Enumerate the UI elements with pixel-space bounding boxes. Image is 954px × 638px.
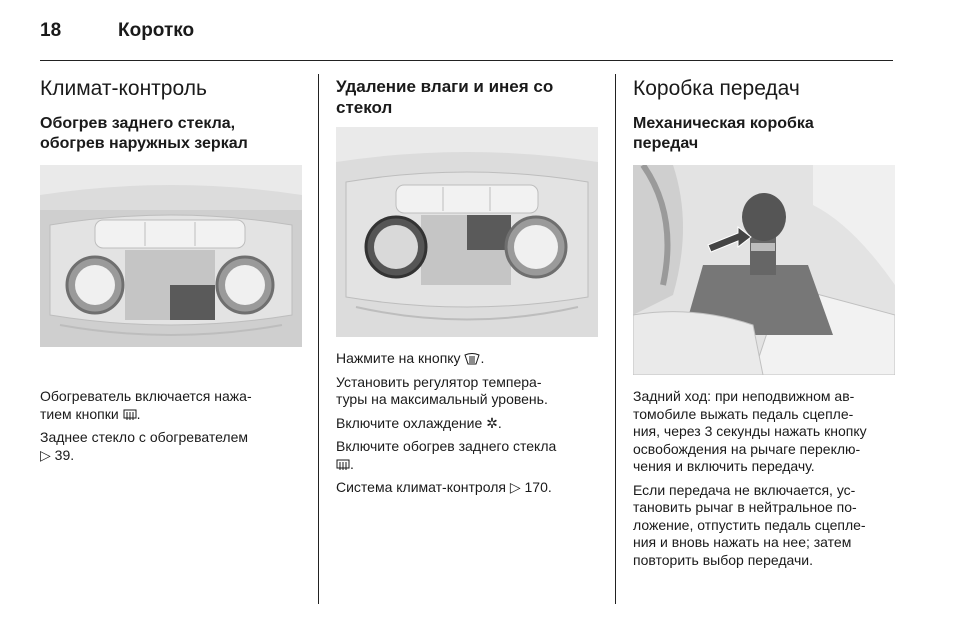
paragraph-set-temperature: Установить регулятор темпера- туры на ма… bbox=[336, 374, 598, 409]
text-line: Включите обогрев заднего стекла bbox=[336, 438, 557, 454]
subheading-line: Обогрев заднего стекла, bbox=[40, 115, 236, 132]
text-line: ния, через 3 секунды нажать кнопку bbox=[633, 423, 867, 439]
paragraph-reverse-gear: Задний ход: при неподвижном ав- томобиле… bbox=[633, 388, 895, 476]
paragraph-gear-not-engaging: Если передача не включается, ус- тановит… bbox=[633, 482, 895, 570]
rear-window-heater-icon bbox=[123, 409, 137, 421]
column-gearbox: Коробка передач Механическая коробка пер… bbox=[633, 76, 895, 154]
header-rule bbox=[40, 60, 893, 61]
text-line: туры на максимальный уровень. bbox=[336, 391, 548, 407]
windscreen-defrost-icon bbox=[464, 353, 481, 365]
column-divider-1 bbox=[318, 74, 319, 604]
page-reference[interactable]: 39. bbox=[54, 446, 75, 463]
text-line: Задний ход: при неподвижном ав- bbox=[633, 388, 855, 404]
page-reference-arrow-icon: ▷ bbox=[40, 446, 51, 463]
column-defrost: Удаление влаги и инея со стекол bbox=[336, 76, 598, 118]
climate-control-heading: Климат-контроль bbox=[40, 77, 207, 100]
text-line: чения и включить передачу. bbox=[633, 458, 815, 474]
subheading-line: обогрев наружных зеркал bbox=[40, 135, 248, 152]
subheading-line: Механическая коробка bbox=[633, 115, 814, 132]
page-header: 18 Коротко bbox=[40, 20, 893, 60]
defrost-heading: Удаление влаги и инея со стекол bbox=[336, 76, 598, 118]
snowflake-icon: ✲ bbox=[486, 414, 498, 431]
text-line: повторить выбор передачи. bbox=[633, 551, 814, 568]
text-line: Заднее стекло с обогревателем bbox=[40, 429, 249, 445]
column-1-body: Обогреватель включается нажа- тием кнопк… bbox=[40, 388, 302, 470]
gearbox-heading: Коробка передач bbox=[633, 77, 800, 100]
text-line: освобождения на рычаге переклю- bbox=[633, 440, 861, 457]
text-line: ложение, отпустить педаль сцепле- bbox=[633, 516, 866, 533]
text-line: Система климат-контроля bbox=[336, 479, 506, 495]
rear-heater-subheading: Обогрев заднего стекла, обогрев наружных… bbox=[40, 114, 302, 154]
climate-panel-figure-2 bbox=[336, 127, 598, 337]
column-3-body: Задний ход: при неподвижном ав- томобиле… bbox=[633, 388, 895, 575]
paragraph-rear-window: Заднее стекло с обогревателем ▷ 39. bbox=[40, 429, 302, 464]
page-reference-arrow-icon: ▷ bbox=[509, 479, 521, 495]
column-climate-control: Климат-контроль Обогрев заднего стекла, … bbox=[40, 76, 302, 154]
column-divider-2 bbox=[615, 74, 616, 604]
text-line: томобиле выжать педаль сцепле- bbox=[633, 405, 854, 422]
heading-line: стекол bbox=[336, 98, 393, 117]
climate-panel-figure-1 bbox=[40, 165, 302, 347]
paragraph-cooling: Включите охлаждение ✲. bbox=[336, 414, 502, 431]
text-line: Обогреватель включается нажа- bbox=[40, 388, 252, 404]
text-line: Включите охлаждение bbox=[336, 414, 483, 431]
text-line: Установить регулятор темпера- bbox=[336, 373, 542, 390]
text-line: Если передача не включается, ус- bbox=[633, 481, 856, 498]
paragraph-press-button: Нажмите на кнопку . bbox=[336, 350, 485, 366]
text-line: тием кнопки bbox=[40, 405, 119, 422]
text-line: тановить рычаг в нейтральное по- bbox=[633, 499, 857, 515]
section-title: Коротко bbox=[118, 20, 195, 41]
page-number: 18 bbox=[40, 20, 62, 41]
manual-gearbox-subheading: Механическая коробка передач bbox=[633, 114, 895, 154]
heading-line: Удаление влаги и инея со bbox=[336, 77, 554, 96]
paragraph-heater-on: Обогреватель включается нажа- тием кнопк… bbox=[40, 388, 252, 422]
text-line: ния и вновь нажать на нее; затем bbox=[633, 534, 852, 550]
paragraph-climate-system: Система климат-контроля ▷ 170. bbox=[336, 479, 598, 497]
paragraph-rear-heater: Включите обогрев заднего стекла . bbox=[336, 438, 557, 472]
rear-window-heater-icon bbox=[336, 459, 350, 471]
gear-lever-figure bbox=[633, 165, 895, 375]
page-reference[interactable]: 170. bbox=[524, 479, 552, 495]
column-2-body: Нажмите на кнопку . Установить регулятор… bbox=[336, 350, 598, 503]
subheading-line: передач bbox=[633, 135, 699, 152]
text-line: Нажмите на кнопку bbox=[336, 350, 461, 366]
